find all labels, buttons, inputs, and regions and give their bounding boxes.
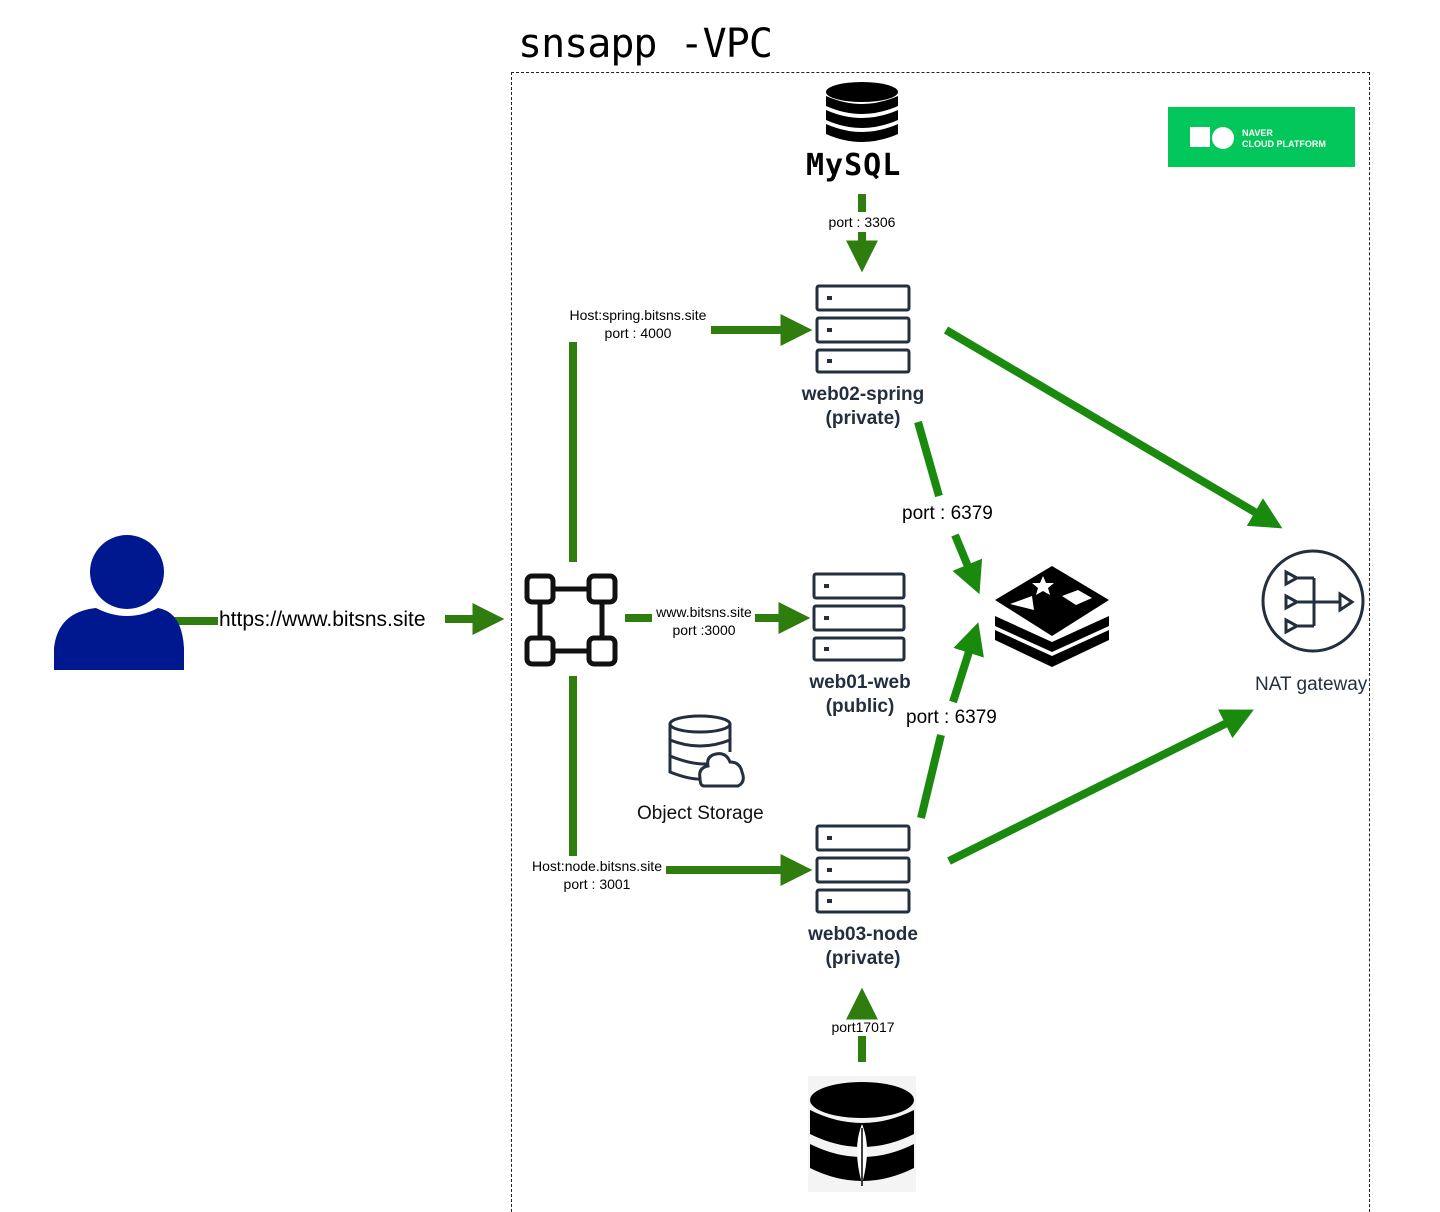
mongodb-icon [808,1076,916,1192]
redis-port-bottom-label: port : 6379 [906,706,997,730]
web-server-scope: (public) [825,696,895,717]
naver-logo-square [1190,127,1210,147]
node-server-scope: (private) [825,948,901,969]
node-server-icon [815,824,911,914]
nat-gateway-icon [1261,549,1365,653]
spring-server-name: web02-spring [801,384,925,405]
spring-host-text: Host:spring.bitsns.site [569,307,707,323]
naver-logo-line1: NAVER [1242,128,1273,138]
web-server-name: web01-web [809,672,911,693]
redis-port-top-label: port : 6379 [902,502,993,526]
mysql-database-icon [826,82,898,142]
mysql-port-label: port : 3306 [828,214,896,230]
node-server-label: web03-node (private) [790,923,936,971]
web-host-text: www.bitsns.site [656,604,752,620]
web-server-label: web01-web (public) [790,671,930,719]
node-port-text: port : 3001 [563,876,631,892]
mysql-label: MySQL [806,148,902,183]
web-port-text: port :3000 [672,622,736,638]
web-server-icon [812,572,906,662]
node-route-label: Host:node.bitsns.site port : 3001 [526,857,668,893]
user-icon [54,535,184,670]
redis-icon [995,566,1109,667]
vpc-boundary [511,72,1370,1212]
spring-port-text: port : 4000 [604,325,672,341]
nat-gateway-label: NAT gateway [1255,674,1368,695]
node-to-nat-arrow [947,709,1254,865]
spring-route-label: Host:spring.bitsns.site port : 4000 [563,306,713,342]
spring-to-redis-upper [914,420,943,498]
spring-server-icon [815,284,911,374]
node-to-redis-lower [917,734,945,819]
naver-logo-line2: CLOUD PLATFORM [1242,139,1326,149]
spring-to-redis-arrow [951,533,983,595]
node-server-name: web03-node [808,924,918,945]
spring-server-scope: (private) [825,408,901,429]
node-to-redis-arrow [949,622,984,704]
web-route-label: www.bitsns.site port :3000 [650,603,758,639]
spring-server-label: web02-spring (private) [790,383,936,431]
object-storage-icon [668,714,745,788]
object-storage-label: Object Storage [637,803,764,824]
vpc-title: snsapp -VPC [518,21,773,67]
spring-to-nat-arrow [943,326,1283,529]
naver-logo-circle [1212,127,1234,149]
node-host-text: Host:node.bitsns.site [532,858,662,874]
user-url-label[interactable]: https://www.bitsns.site [219,608,426,632]
load-balancer-icon [524,573,618,667]
naver-cloud-logo: NAVER CLOUD PLATFORM [1168,107,1355,167]
mongo-port-label: port17017 [831,1019,895,1035]
